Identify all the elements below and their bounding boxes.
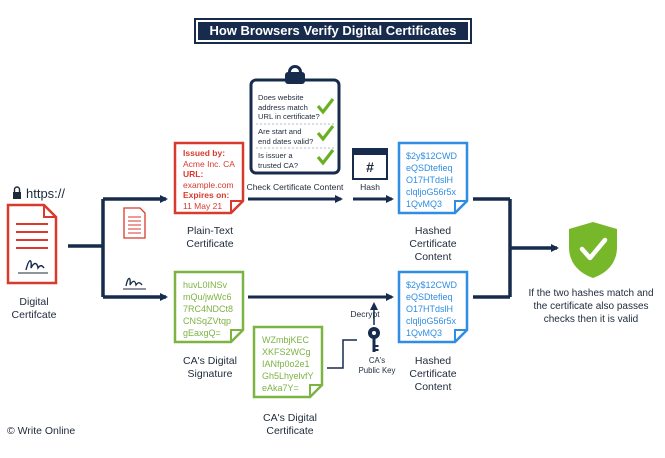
hash-b-line-2: eQSDtefieq: [406, 292, 453, 302]
result-line3: checks then it is valid: [543, 314, 639, 325]
issued-by-value: Acme Inc. CA: [183, 158, 235, 169]
clipboard-question-3: Is issuer a trusted CA?: [258, 151, 318, 170]
https-label: https://: [26, 186, 66, 201]
ca-public-key-label: CA's Public Key: [354, 356, 400, 375]
digital-certificate-caption: Digital Certifcate: [2, 296, 66, 322]
q1-line1: Does website: [258, 93, 304, 102]
digital-certificate-caption-line2: Certifcate: [11, 309, 57, 321]
digital-certificate-icon: [6, 203, 58, 285]
key-label-line2: Public Key: [358, 365, 396, 375]
ca-cert-line-5: eAka7Y=: [262, 383, 299, 393]
check-mark-2-icon: [316, 125, 335, 142]
hashed-caption-top: Hashed Certificate Content: [390, 225, 476, 264]
signature-doc: [173, 270, 245, 344]
hashed-content-text-bottom: $2y$12CWD eQSDtefieq O17HTdslH clqljoG56…: [406, 279, 464, 339]
q1-line3: URL in certificate?: [258, 112, 320, 121]
ca-cert-line-2: XKFS2WCg: [262, 347, 311, 357]
hash-line-1: $2y$12CWD: [406, 151, 458, 161]
clipboard-icon: [249, 65, 341, 175]
digital-certificate-caption-line1: Digital: [19, 296, 49, 308]
signature-line-2: mQu/jwWc6: [183, 292, 232, 302]
hashed-caption-top-line1: Hashed: [414, 225, 452, 237]
signature-caption-line1: CA's Digital: [183, 355, 237, 367]
signature-caption-line2: Signature: [187, 368, 233, 380]
issued-by-label: Issued by:: [183, 148, 226, 158]
ca-cert-caption-line2: Certificate: [266, 425, 314, 437]
clipboard-question-2: Are start and end dates valid?: [258, 127, 320, 146]
plaintext-certificate-doc: [173, 141, 245, 215]
plaintext-caption-line1: Plain-Text: [186, 225, 234, 237]
check-content-label: Check Certificate Content: [246, 182, 344, 192]
result-line2: the certificate also passes: [533, 301, 649, 312]
signature-line-1: huvL0INSv: [183, 280, 228, 290]
check-mark-1-icon: [316, 98, 335, 115]
hash-window-icon: [352, 148, 388, 180]
hashed-caption-bottom-line1: Hashed: [414, 355, 452, 367]
signature-text: huvL0INSv mQu/jwWc6 7RC4NDCt8 CNSqZVtqp …: [183, 279, 241, 339]
shield-check-icon: [569, 222, 617, 278]
check-mark-3-icon: [316, 149, 335, 166]
ca-cert-line-3: IANfp0o2e1: [262, 359, 310, 369]
hashed-caption-bottom-line3: Content: [414, 381, 452, 393]
hash-line-2: eQSDtefieq: [406, 163, 453, 173]
result-text: If the two hashes match and the certific…: [521, 287, 661, 326]
split-connector: [68, 195, 168, 301]
hash-b-line-5: 1QvMQ3: [406, 328, 443, 338]
plaintext-certificate-content: Issued by: Acme Inc. CA URL: example.com…: [183, 148, 235, 211]
ca-cert-caption-line1: CA's Digital: [263, 412, 317, 424]
key-label-line1: CA's: [368, 356, 386, 365]
hash-label: Hash: [360, 182, 380, 192]
q3-line2: trusted CA?: [258, 160, 299, 170]
title-banner: [194, 18, 472, 44]
hashed-caption-bottom-line2: Certificate: [409, 368, 457, 380]
hash-b-line-3: O17HTdslH: [406, 304, 454, 314]
expires-label: Expires on:: [183, 190, 230, 200]
hash-line-5: 1QvMQ3: [406, 199, 443, 209]
hashed-caption-bottom: Hashed Certificate Content: [390, 355, 476, 394]
hash-line-4: clqljoG56r5x: [406, 187, 457, 197]
ca-certificate-doc: [252, 325, 324, 399]
q2-line1: Are start and: [258, 127, 302, 136]
hashed-content-text-top: $2y$12CWD eQSDtefieq O17HTdslH clqljoG56…: [406, 150, 464, 210]
q2-line2: end dates valid?: [258, 136, 314, 146]
decrypt-label: Decrypt: [350, 309, 380, 319]
copyright: © Write Online: [7, 425, 76, 437]
signature-line-3: 7RC4NDCt8: [183, 304, 234, 314]
hash-b-line-4: clqljoG56r5x: [406, 316, 457, 326]
url-value: example.com: [183, 179, 234, 190]
hash-line-3: O17HTdslH: [406, 175, 454, 185]
hashed-caption-top-line2: Certificate: [409, 238, 457, 250]
hash-b-line-1: $2y$12CWD: [406, 280, 458, 290]
signature-icon: [123, 277, 146, 290]
signature-caption: CA's Digital Signature: [165, 355, 255, 381]
expires-value: 11 May 21: [183, 200, 223, 211]
signature-line-4: CNSqZVtqp: [183, 316, 232, 326]
q1-line2: address match: [258, 102, 308, 112]
clipboard-question-1: Does website address match URL in certif…: [258, 93, 320, 122]
url-label: URL:: [183, 169, 204, 179]
key-icon: [368, 327, 380, 352]
hashed-content-doc-bottom: [397, 270, 469, 344]
merge-connector: [473, 197, 559, 299]
ca-certificate-text: WZmbjKEC XKFS2WCg IANfp0o2e1 Gh5LhyelvfY…: [262, 334, 322, 394]
plaintext-certificate-caption: Plain-Text Certificate: [170, 225, 250, 251]
signature-line-5: gEaxgQ=: [183, 328, 221, 338]
lock-icon: [13, 186, 21, 199]
hash-symbol: #: [366, 159, 374, 175]
result-line1: If the two hashes match and: [528, 288, 654, 299]
hashed-content-doc-top: [397, 141, 469, 215]
hashed-caption-top-line3: Content: [414, 251, 452, 263]
decrypt-connector: [327, 302, 378, 369]
ca-cert-line-1: WZmbjKEC: [262, 335, 309, 345]
ca-cert-line-4: Gh5LhyelvfY: [262, 371, 314, 381]
q3-line1: Is issuer a: [258, 151, 293, 160]
diagram-title: How Browsers Verify Digital Certificates: [209, 23, 457, 38]
ca-certificate-caption: CA's Digital Certificate: [245, 412, 335, 438]
small-document-icon: [123, 207, 146, 239]
plaintext-caption-line2: Certificate: [186, 238, 234, 250]
